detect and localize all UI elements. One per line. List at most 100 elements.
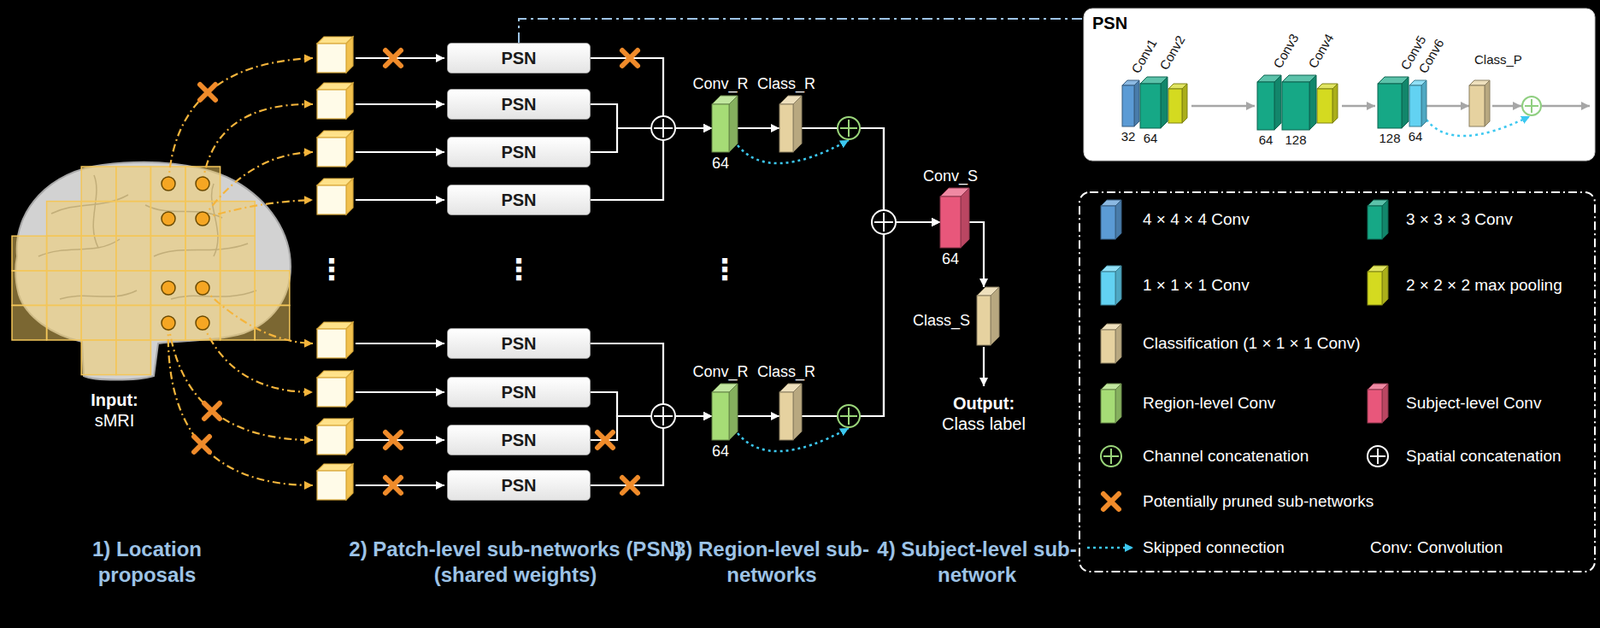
concat-plus [1370,448,1386,465]
concat-plus [840,119,858,137]
annotation-text: sMRI [63,410,166,432]
pooling-block [1168,83,1188,124]
concat-plus [840,407,858,425]
panel-background [1083,8,1595,161]
location-proposal-line [202,323,313,393]
layer-name: Conv4 [1305,31,1336,71]
block-front-face [1257,82,1275,130]
patch-grid-cell [11,270,48,306]
block-side-face [1382,200,1389,240]
layer-block [976,287,1000,346]
patch-grid-cell [220,270,256,306]
connector [969,222,984,288]
patch-grid-cell [185,305,221,341]
layer-block [711,383,738,441]
layer-block [1282,75,1317,130]
patch-grid-cell [116,166,152,202]
layer-name: Class_S [912,311,971,330]
patch-grid-cell [116,235,152,271]
block-side-face [960,188,970,248]
patch-grid-cell [47,201,83,237]
psn-label: PSN [500,94,536,115]
legend-swatch [1367,383,1389,424]
connector-line [969,222,984,288]
patch-grid-cell [220,201,256,237]
flow-arrow [1541,105,1590,108]
block-side-face [1115,323,1122,364]
patch-grid-cell [150,235,186,271]
block-front-face [711,392,730,441]
legend-text: 4 × 4 × 4 Conv [1142,210,1250,230]
connector-line [737,127,780,130]
class-block: Class_P [1469,80,1490,127]
concat-plus [1103,448,1119,465]
layer-name: Class_R [757,75,816,94]
connector [737,416,780,418]
legend-block [1367,200,1389,240]
block-side-face [793,95,802,153]
block-front-face [1367,271,1383,306]
stage-caption: 3) Region-level sub-networks [670,536,873,589]
layer-name: Conv1 [1129,36,1159,76]
patch-arrow [355,103,445,106]
connector [737,128,941,223]
legend-block [1367,265,1389,306]
flow-arrow [1191,105,1255,108]
connector [1426,105,1470,107]
prune-mark [385,50,401,66]
landmark-dot [161,281,176,295]
subject-class-block: Class_S [976,287,1000,346]
patch-cube-front [317,425,347,455]
legend-text: 3 × 3 × 3 Conv [1405,210,1513,230]
location-proposal-line [202,288,313,344]
channel-count: 64 [1408,129,1424,144]
block-front-face [940,196,961,248]
legend-skip-sample [1087,547,1134,550]
patch-arrow [355,391,445,394]
patch-arrow [355,57,445,59]
connector-line [590,128,712,200]
concat-circle [1367,446,1389,467]
block-side-face [793,383,802,441]
block-front-face [1100,329,1116,364]
patch-grid-cell [47,270,83,306]
patch-grid-cell [150,270,186,306]
legend-swatch [1367,200,1389,240]
legend-block [1100,265,1122,306]
legend-text: Potentially pruned sub-networks [1142,492,1374,512]
legend-text: Spatial concatenation [1405,447,1562,466]
channel-count: 32 [1121,129,1136,144]
patch-cube-front [317,137,347,167]
concat-plus [874,212,894,232]
layer-block [1122,80,1140,127]
block-side-face [1115,383,1122,424]
region-conv-block: Conv_R64 [711,383,738,441]
connector-line [801,128,941,223]
psn-box: PSN [447,424,591,456]
prune-mark [622,477,638,494]
block-side-face [729,95,738,153]
conv-block: Conv364 [1257,75,1282,130]
ellipsis-mark: ⋮ [314,254,349,284]
patch-cube-front [317,185,347,215]
connector [590,416,712,486]
connector [590,58,712,129]
location-proposal-line [168,58,313,184]
block-side-face [1484,80,1490,127]
patch-cube-side [346,322,353,359]
block-front-face [1100,271,1116,306]
layer-name: Conv2 [1157,33,1188,72]
prune-mark [385,477,401,494]
panel-title: PSN [1092,13,1128,34]
psn-label: PSN [500,190,536,211]
patch-grid-cell [11,235,48,271]
patch-grid-cell [116,270,152,306]
channel-count: 64 [711,442,730,461]
output-arrow [982,347,985,387]
legend-text: 1 × 1 × 1 Conv [1142,276,1250,295]
patch-grid-cell [185,166,221,202]
stage-caption: 2) Patch-level sub-networks (PSN) (share… [335,536,695,589]
block-front-face [711,104,730,153]
prune-mark [204,403,220,419]
block-side-face [1382,383,1389,424]
